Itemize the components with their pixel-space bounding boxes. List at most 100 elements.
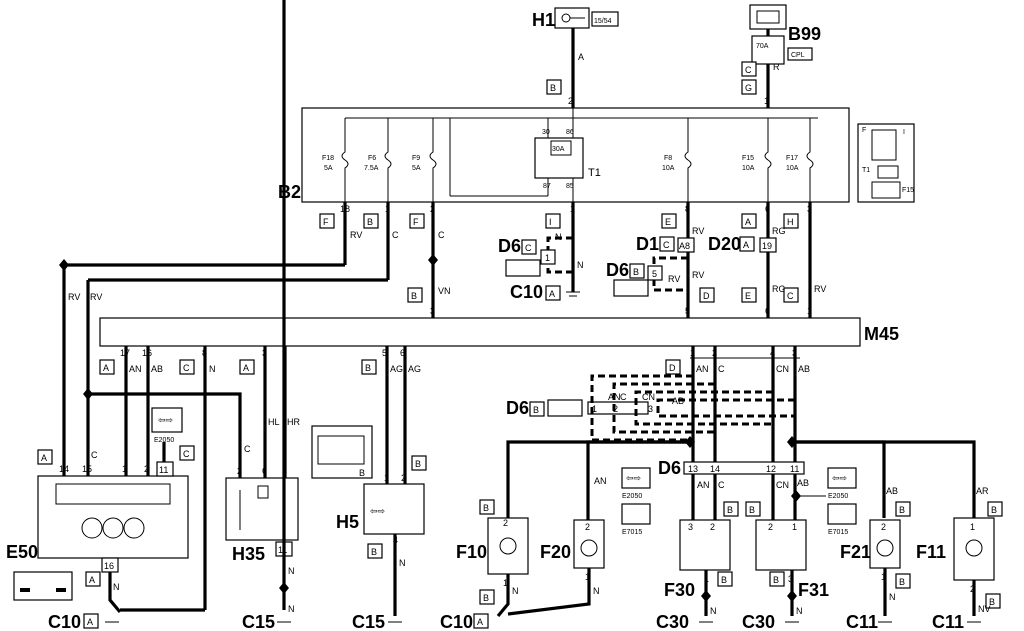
svg-text:B: B xyxy=(749,505,755,515)
svg-text:AB: AB xyxy=(798,364,810,374)
svg-text:B: B xyxy=(483,503,489,513)
b99-mark: CPL xyxy=(791,52,805,59)
splice-d1: D1 C A8 xyxy=(636,234,695,254)
svg-text:F8: F8 xyxy=(664,155,672,162)
svg-text:C15: C15 xyxy=(352,612,385,631)
svg-text:C: C xyxy=(745,65,752,75)
svg-text:1: 1 xyxy=(592,404,597,414)
splice-d6-mid: D6 B 5 RV xyxy=(606,256,688,297)
svg-text:2: 2 xyxy=(710,522,715,532)
svg-text:2: 2 xyxy=(237,466,242,476)
splice-d20: D20 A xyxy=(708,234,755,254)
svg-text:85: 85 xyxy=(566,183,574,190)
svg-text:F30: F30 xyxy=(664,580,695,600)
svg-text:N: N xyxy=(710,606,717,616)
svg-text:A: A xyxy=(41,453,47,463)
svg-text:C10: C10 xyxy=(440,612,473,631)
svg-text:A: A xyxy=(743,240,749,250)
svg-text:RV: RV xyxy=(90,292,102,302)
svg-text:N: N xyxy=(209,364,216,374)
svg-text:N: N xyxy=(399,558,406,568)
svg-text:C: C xyxy=(663,240,670,250)
svg-text:F6: F6 xyxy=(368,155,376,162)
svg-text:D1: D1 xyxy=(636,234,659,254)
svg-text:1: 1 xyxy=(970,522,975,532)
svg-text:A: A xyxy=(745,217,751,227)
svg-text:F15: F15 xyxy=(902,187,914,194)
h5-label: H5 xyxy=(336,512,359,532)
svg-text:RV: RV xyxy=(692,270,704,280)
ground-c11-right: C11 xyxy=(932,612,981,631)
b99-fuse-rating: 70A xyxy=(756,43,769,50)
h1-mark: 15/54 xyxy=(594,18,612,25)
svg-text:HL: HL xyxy=(268,417,280,427)
svg-text:B: B xyxy=(727,505,733,515)
svg-text:2: 2 xyxy=(503,518,508,528)
svg-text:T1: T1 xyxy=(862,167,870,174)
svg-text:VN: VN xyxy=(438,286,451,296)
svg-text:AB: AB xyxy=(886,486,898,496)
svg-text:F: F xyxy=(323,217,329,227)
svg-text:A: A xyxy=(549,289,555,299)
svg-text:I: I xyxy=(549,217,552,227)
svg-text:AB: AB xyxy=(797,478,809,488)
svg-text:5A: 5A xyxy=(412,165,421,172)
svg-text:2: 2 xyxy=(401,473,406,483)
svg-text:CN: CN xyxy=(776,480,789,490)
svg-text:F: F xyxy=(862,127,866,134)
svg-text:I: I xyxy=(903,129,905,136)
svg-text:RV: RV xyxy=(68,292,80,302)
svg-text:F21: F21 xyxy=(840,542,871,562)
svg-text:A: A xyxy=(87,617,93,627)
svg-text:⇦⇨: ⇦⇨ xyxy=(626,473,642,483)
svg-text:11: 11 xyxy=(159,465,168,475)
svg-text:5: 5 xyxy=(652,269,657,279)
svg-text:F20: F20 xyxy=(540,542,571,562)
svg-text:C: C xyxy=(525,243,532,253)
svg-text:⇦⇨: ⇦⇨ xyxy=(370,506,386,516)
svg-text:B: B xyxy=(533,405,539,415)
svg-text:2: 2 xyxy=(881,522,886,532)
svg-text:C: C xyxy=(244,444,251,454)
e2050-icon-mid: ⇦⇨ E2050 E7015 xyxy=(621,467,651,536)
svg-text:C: C xyxy=(438,230,445,240)
svg-text:HR: HR xyxy=(287,417,300,427)
ground-c30-right: C30 xyxy=(742,612,799,631)
svg-text:E: E xyxy=(745,291,751,301)
svg-text:6: 6 xyxy=(400,348,405,358)
svg-text:N: N xyxy=(577,260,584,270)
svg-text:16: 16 xyxy=(104,561,114,571)
svg-text:A8: A8 xyxy=(679,241,690,251)
svg-text:1: 1 xyxy=(503,578,508,588)
svg-text:C10: C10 xyxy=(48,612,81,631)
svg-text:CN: CN xyxy=(642,392,655,402)
svg-text:D: D xyxy=(703,291,710,301)
svg-text:30: 30 xyxy=(542,129,550,136)
svg-text:C: C xyxy=(787,291,794,301)
svg-text:B: B xyxy=(899,577,905,587)
svg-text:C: C xyxy=(91,450,98,460)
svg-text:AB: AB xyxy=(151,364,163,374)
svg-text:F9: F9 xyxy=(412,155,420,162)
svg-text:2: 2 xyxy=(585,522,590,532)
lamp-f10: F10 B B 21 N xyxy=(456,499,529,618)
svg-text:C11: C11 xyxy=(846,612,878,631)
svg-text:AR: AR xyxy=(976,486,989,496)
svg-text:13: 13 xyxy=(688,464,698,474)
svg-text:C: C xyxy=(718,364,725,374)
svg-text:AN: AN xyxy=(129,364,142,374)
svg-text:AN: AN xyxy=(594,476,607,486)
svg-text:R: R xyxy=(773,62,780,72)
svg-text:D6: D6 xyxy=(658,458,681,478)
svg-text:2: 2 xyxy=(768,522,773,532)
svg-text:B: B xyxy=(550,83,556,93)
svg-text:N: N xyxy=(288,566,295,576)
